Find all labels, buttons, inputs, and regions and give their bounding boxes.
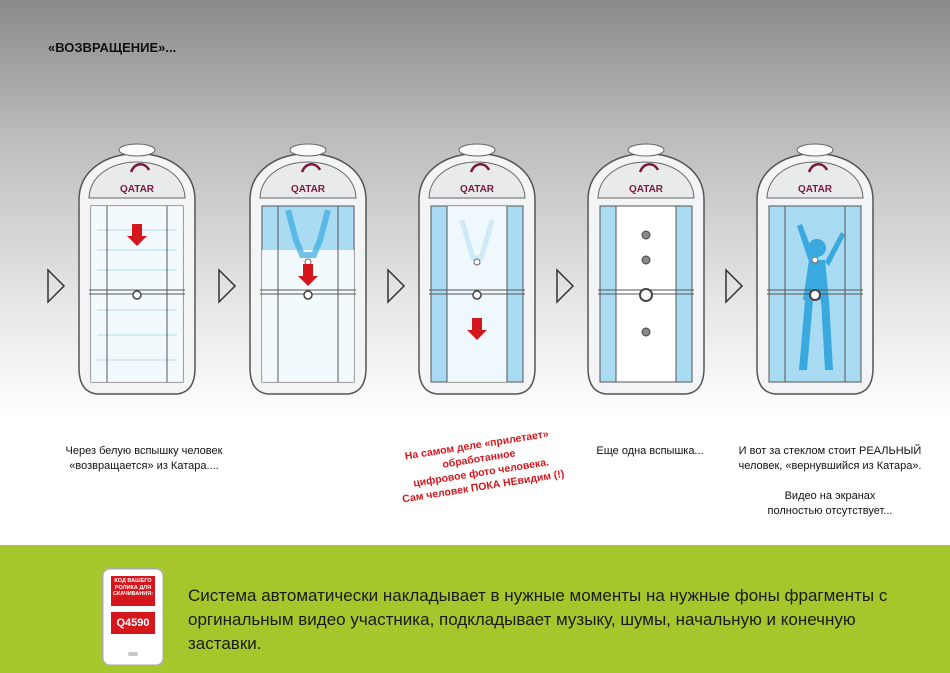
play-arrow-icon bbox=[556, 268, 575, 304]
phone-code-label: КОД ВАШЕГО РОЛИКА ДЛЯ СКАЧИВАНИЯ: bbox=[111, 576, 155, 606]
play-arrow-icon bbox=[387, 268, 406, 304]
play-arrow-icon bbox=[218, 268, 237, 304]
qatar-logo: QATAR bbox=[120, 184, 155, 195]
qatar-logo: QATAR bbox=[291, 184, 326, 195]
phone-home-button bbox=[128, 652, 138, 656]
play-arrow-icon bbox=[47, 268, 66, 304]
stage-5-caption: И вот за стеклом стоит РЕАЛЬНЫЙ человек,… bbox=[738, 445, 922, 517]
qatar-logo: QATAR bbox=[798, 184, 833, 195]
capsule-stage-1: QATAR bbox=[78, 143, 196, 395]
qatar-logo: QATAR bbox=[629, 184, 664, 195]
qatar-logo: QATAR bbox=[460, 184, 495, 195]
capsule-stage-3: QATAR bbox=[418, 143, 536, 395]
phone-code: Q4590 bbox=[111, 612, 155, 634]
capsule-stage-4: QATAR bbox=[587, 143, 705, 395]
capsule-stage-5: QATAR bbox=[756, 143, 874, 395]
play-arrow-icon bbox=[725, 268, 744, 304]
stage-1-caption: Через белую вспышку человек «возвращаетс… bbox=[65, 445, 223, 472]
capsule-stage-2: QATAR bbox=[249, 143, 367, 395]
footer-text: Система автоматически накладывает в нужн… bbox=[188, 586, 888, 653]
stage-4-caption: Еще одна вспышка... bbox=[596, 445, 704, 457]
phone-icon: КОД ВАШЕГО РОЛИКА ДЛЯ СКАЧИВАНИЯ: Q4590 bbox=[102, 568, 164, 666]
page-title: «ВОЗВРАЩЕНИЕ»... bbox=[48, 40, 177, 55]
